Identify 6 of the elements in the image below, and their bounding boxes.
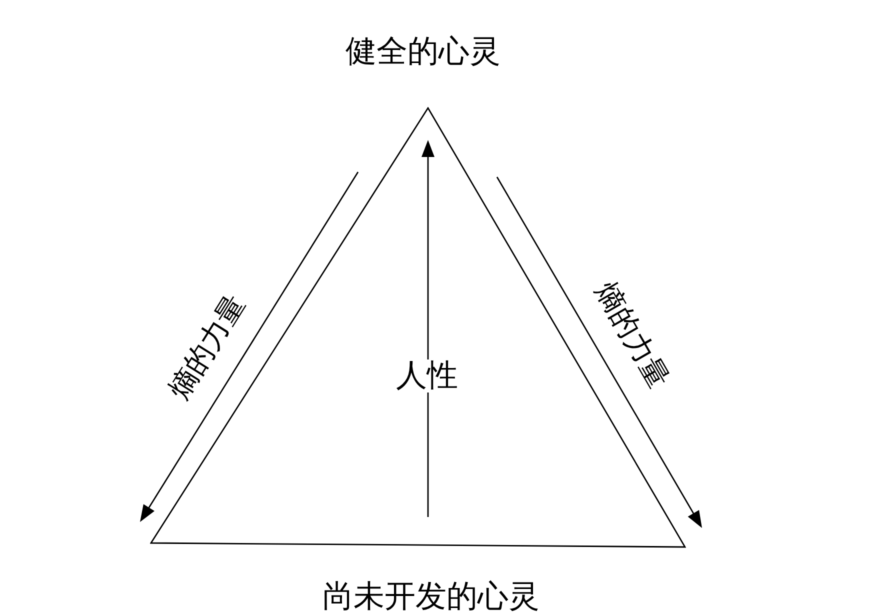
triangle-label: 人性: [395, 360, 459, 392]
apex-label: 健全的心灵: [346, 36, 500, 68]
triangle: [150, 107, 686, 548]
arrow-label: 熵的力量: [590, 278, 674, 392]
base-label: 尚未开发的心灵: [322, 582, 540, 612]
arrow-label: 熵的力量: [164, 290, 250, 404]
